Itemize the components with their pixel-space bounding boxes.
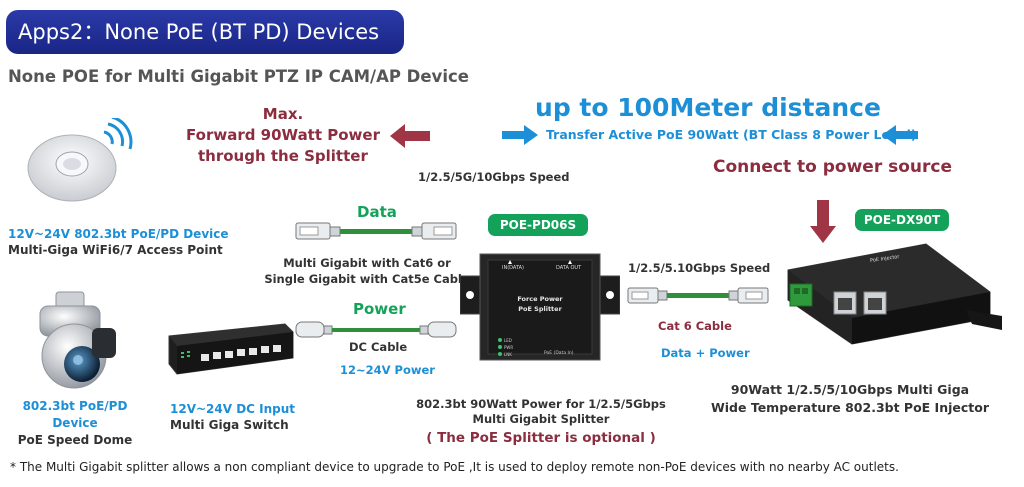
max-forward-line1: Max. (262, 105, 304, 123)
splitter-panel-text: Force Power PoE Splitter (500, 294, 580, 314)
splitter-bottom-text: PoE (Data In) (544, 351, 574, 356)
ap-text: 12V~24V 802.3bt PoE/PD Device Multi-Giga… (8, 226, 229, 258)
dome-line1: 802.3bt PoE/PD Device (22, 399, 128, 430)
injector-device-image (787, 243, 1002, 345)
max-forward-text: Max. Forward 90Watt Power through the Sp… (178, 104, 388, 167)
cable-note-line1: Multi Gigabit with Cat6 or (283, 256, 451, 270)
splitter-led3: LNK (504, 352, 512, 357)
ap-line1: 12V~24V 802.3bt PoE/PD Device (8, 227, 229, 241)
splitter-panel-line1: Force Power (517, 295, 563, 303)
splitter-caption: 802.3bt 90Watt Power for 1/2.5/5Gbps Mul… (410, 397, 672, 427)
distance-headline: up to 100Meter distance (535, 93, 881, 122)
page-title: Apps2：None PoE (BT PD) Devices (6, 10, 404, 54)
injector-caption: 90Watt 1/2.5/5/10Gbps Multi Giga Wide Te… (700, 381, 1000, 417)
cat6-label: Cat 6 Cable (658, 319, 732, 333)
splitter-optional-note: ( The PoE Splitter is optional ) (426, 430, 656, 446)
distance-detail: Transfer Active PoE 90Watt (BT Class 8 P… (546, 127, 917, 142)
access-point-image (27, 118, 133, 202)
dc-cable-label: DC Cable (349, 340, 408, 354)
power-label: Power (353, 300, 406, 318)
left-maroon-arrow-icon (390, 124, 430, 148)
left-blue-arrow-icon (882, 125, 918, 145)
splitter-caption2: Multi Gigabit Splitter (472, 412, 610, 426)
splitter-led-labels: LED PWR LNK (504, 337, 513, 358)
switch-text: 12V~24V DC Input Multi Giga Switch (170, 401, 295, 433)
connect-power-text: Connect to power source (713, 157, 953, 177)
injector-caption1: 90Watt 1/2.5/5/10Gbps Multi Giga (730, 382, 970, 397)
dome-line2: PoE Speed Dome (17, 433, 133, 447)
dc-voltage-label: 12~24V Power (340, 363, 435, 377)
injector-badge: POE-DX90T (855, 209, 949, 231)
data-cable-image (295, 222, 457, 240)
switch-line1: 12V~24V DC Input (170, 402, 296, 416)
ap-line2: Multi-Giga WiFi6/7 Access Point (8, 243, 223, 257)
wifi-icon (103, 118, 133, 150)
splitter-port-in: IN(DATA) (502, 265, 524, 271)
data-power-label: Data + Power (661, 346, 750, 360)
splitter-caption1: 802.3bt 90Watt Power for 1/2.5/5Gbps (416, 397, 666, 411)
switch-line2: Multi Giga Switch (170, 418, 289, 432)
right-blue-arrow-icon (502, 125, 538, 145)
splitter-port-out: DATA OUT (556, 265, 582, 271)
splitter-led2: PWR (504, 345, 514, 350)
splitter-badge: POE-PD06S (488, 214, 588, 236)
dome-text: 802.3bt PoE/PD Device PoE Speed Dome (0, 398, 150, 449)
max-forward-line3: through the Splitter (198, 147, 368, 165)
speed-top-label: 1/2.5/5G/10Gbps Speed (418, 170, 570, 184)
cable-note-line2: Single Gigabit with Cat5e Cable (264, 272, 470, 286)
speed-right-label: 1/2.5/5.10Gbps Speed (628, 261, 771, 275)
page-subtitle: None POE for Multi Gigabit PTZ IP CAM/AP… (8, 67, 469, 86)
switch-image (168, 323, 294, 375)
splitter-led1: LED (504, 338, 512, 343)
max-forward-line2: Forward 90Watt Power (186, 126, 380, 144)
dc-cable-image (295, 321, 457, 338)
splitter-panel-line2: PoE Splitter (518, 305, 562, 313)
cat6-cable-image (627, 287, 769, 304)
cable-note: Multi Gigabit with Cat6 or Single Gigabi… (258, 255, 476, 287)
splitter-device-image (460, 253, 620, 361)
footnote: * The Multi Gigabit splitter allows a no… (10, 460, 899, 474)
injector-caption2: Wide Temperature 802.3bt PoE Injector (710, 400, 989, 415)
data-label: Data (357, 203, 397, 221)
down-maroon-arrow-icon (810, 200, 836, 243)
ptz-dome-image (39, 291, 116, 389)
